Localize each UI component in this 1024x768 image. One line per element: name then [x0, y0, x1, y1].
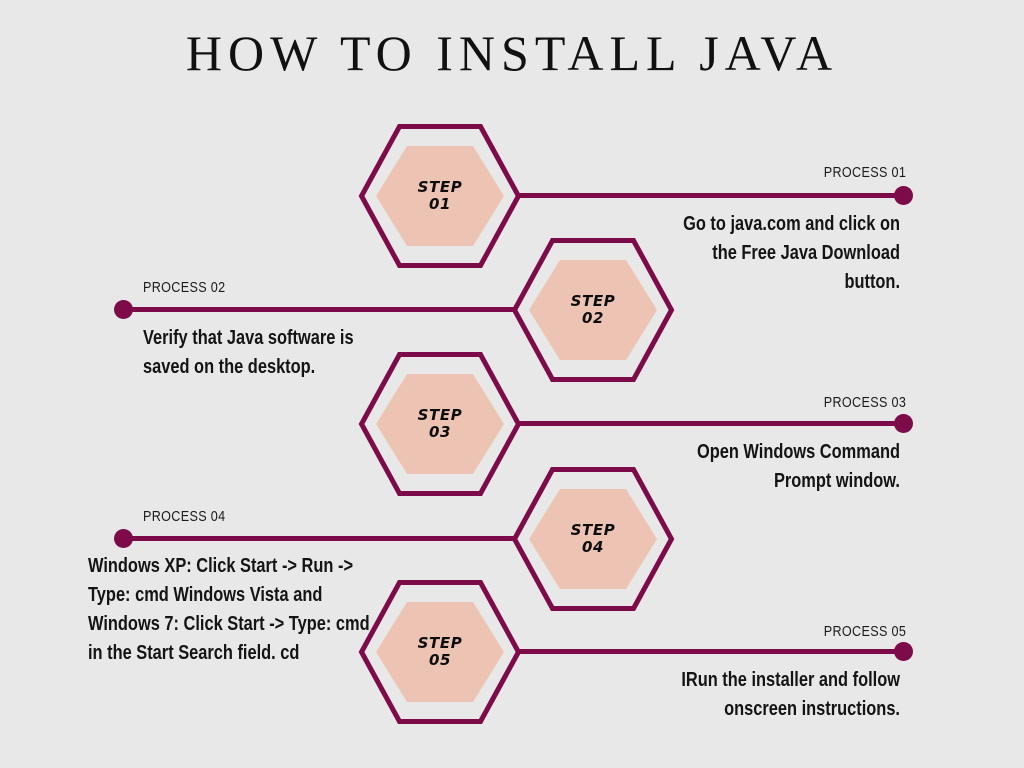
hexagon-step-02-shape [511, 238, 675, 382]
connector-line-04 [128, 536, 515, 541]
hexagon-step-03[interactable]: STEP 03 [358, 352, 522, 496]
process-body-03: Open Windows Command Prompt window. [696, 441, 900, 492]
connector-dot-05 [894, 642, 913, 661]
connector-dot-01 [894, 186, 913, 205]
process-label-04: PROCESS 04 [143, 508, 226, 525]
hexagon-step-03-shape [358, 352, 522, 496]
connector-line-02 [128, 307, 515, 312]
connector-line-03 [519, 421, 904, 426]
hexagon-step-04-shape [511, 467, 675, 611]
process-label-02: PROCESS 02 [143, 279, 226, 296]
connector-line-01 [519, 193, 904, 198]
process-label-01: PROCESS 01 [823, 164, 906, 181]
connector-dot-03 [894, 414, 913, 433]
hexagon-step-05[interactable]: STEP 05 [358, 580, 522, 724]
hexagon-step-01[interactable]: STEP 01 [358, 124, 522, 268]
process-body-05: IRun the installer and follow onscreen i… [681, 669, 900, 720]
process-label-03: PROCESS 03 [823, 394, 906, 411]
hexagon-step-01-shape [358, 124, 522, 268]
connector-dot-02 [114, 300, 133, 319]
page-title: HOW TO INSTALL JAVA [185, 25, 839, 81]
process-body-04: Windows XP: Click Start -> Run -> Type: … [88, 555, 370, 664]
connector-line-05 [519, 649, 904, 654]
process-label-05: PROCESS 05 [823, 623, 906, 640]
hexagon-step-04[interactable]: STEP 04 [511, 467, 675, 611]
hexagon-step-02[interactable]: STEP 02 [511, 238, 675, 382]
process-body-01: Go to java.com and click on the Free Jav… [683, 213, 900, 293]
process-body-02: Verify that Java software is saved on th… [143, 327, 354, 378]
hexagon-step-05-shape [358, 580, 522, 724]
connector-dot-04 [114, 529, 133, 548]
